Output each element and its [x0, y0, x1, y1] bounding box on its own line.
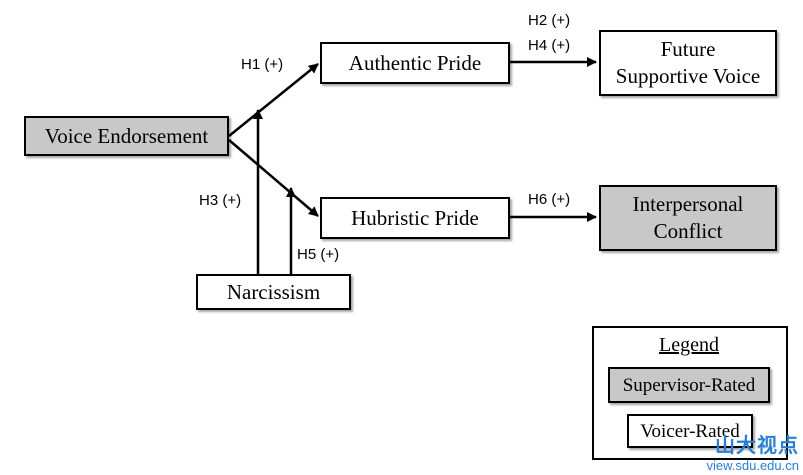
node-ic-line1: Interpersonal	[632, 192, 744, 216]
node-authentic-pride: Authentic Pride	[320, 42, 510, 84]
label-h1: H1 (+)	[241, 56, 284, 73]
legend-supervisor-rated-label: Supervisor-Rated	[622, 374, 756, 396]
node-fsv-line2: Supportive Voice	[615, 64, 761, 88]
label-h4: H4 (+)	[528, 37, 571, 54]
node-hubristic-pride: Hubristic Pride	[320, 197, 510, 239]
label-h5: H5 (+)	[297, 246, 340, 263]
legend-voicer-rated: Voicer-Rated	[627, 414, 753, 448]
node-ic-line2: Conflict	[653, 219, 723, 243]
node-interpersonal-conflict: Interpersonal Conflict	[599, 185, 777, 251]
node-hubristic-pride-label: Hubristic Pride	[351, 205, 479, 230]
arrow-ve-to-authentic	[228, 63, 319, 137]
node-voice-endorsement: Voice Endorsement	[24, 116, 229, 156]
node-narcissism: Narcissism	[196, 274, 351, 310]
legend-supervisor-rated: Supervisor-Rated	[608, 367, 770, 403]
label-h2: H2 (+)	[528, 12, 571, 29]
label-h6: H6 (+)	[528, 191, 571, 208]
node-narcissism-label: Narcissism	[226, 279, 321, 304]
label-h3: H3 (+)	[199, 192, 242, 209]
watermark: 山大视点 view.sdu.edu.cn	[706, 429, 799, 473]
node-future-supportive-voice: Future Supportive Voice	[599, 30, 777, 96]
node-voice-endorsement-label: Voice Endorsement	[44, 123, 209, 148]
legend-title: Legend	[659, 334, 719, 356]
legend-voicer-rated-label: Voicer-Rated	[640, 420, 740, 442]
node-fsv-line1: Future	[660, 37, 716, 61]
watermark-title: 山大视点	[715, 435, 799, 457]
arrow-ve-to-hubristic	[228, 139, 319, 217]
watermark-url: view.sdu.edu.cn	[706, 458, 799, 473]
node-authentic-pride-label: Authentic Pride	[348, 50, 482, 75]
